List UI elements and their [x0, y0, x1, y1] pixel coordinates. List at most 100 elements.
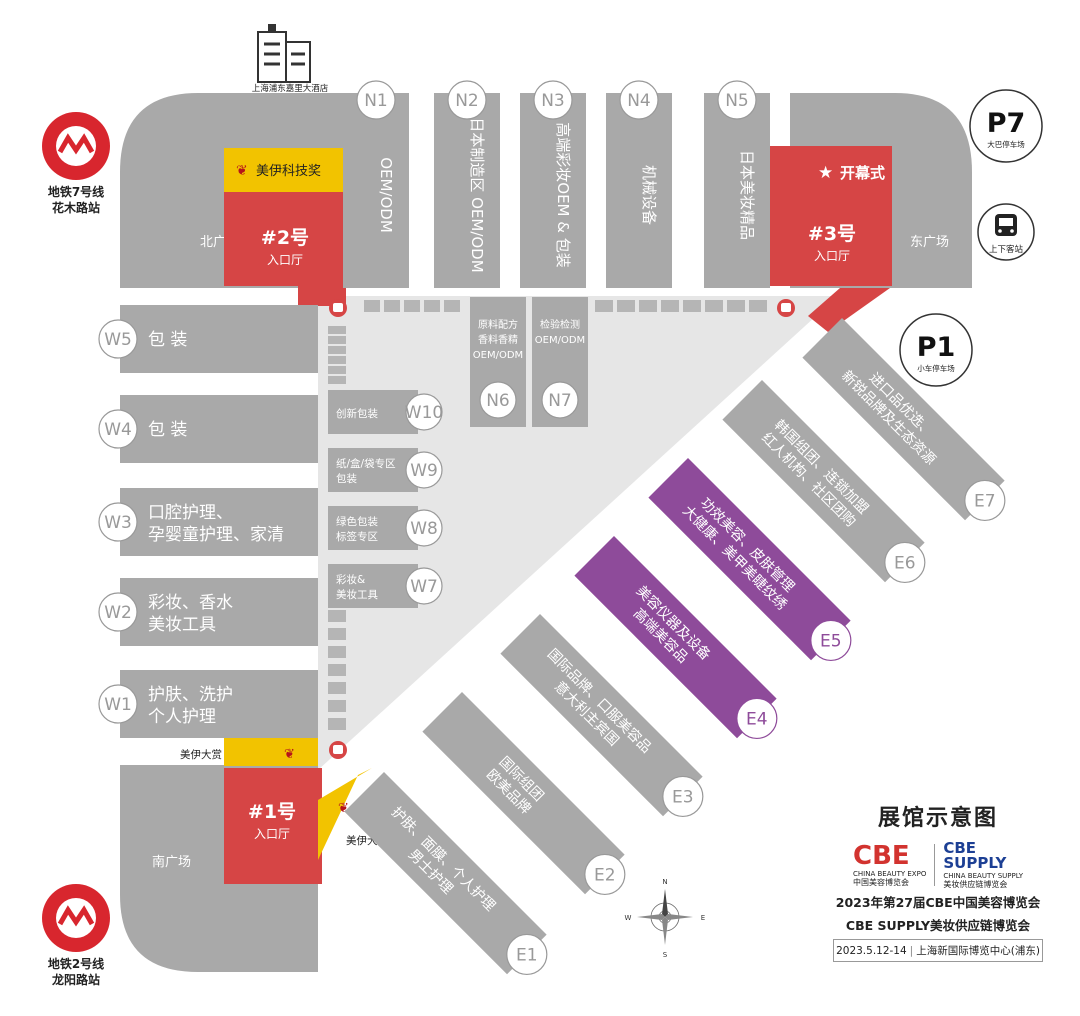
meeting-room[interactable] [328, 700, 346, 712]
compass-e: E [701, 914, 705, 922]
legend-venue: 上海新国际博览中心(浦东) [916, 945, 1040, 957]
south-plaza-label: 南广场 [152, 854, 191, 870]
meeting-room[interactable] [328, 356, 346, 364]
hall-w1[interactable] [120, 670, 318, 738]
meeting-room[interactable] [328, 682, 346, 694]
meeting-room[interactable] [328, 366, 346, 374]
hall-e3[interactable] [500, 614, 703, 817]
meeting-room[interactable] [328, 336, 346, 344]
metro-7-line: 地铁7号线 [48, 184, 104, 199]
hall-e5[interactable] [648, 458, 851, 661]
hall-w10-id: W10 [405, 403, 443, 423]
meeting-room[interactable] [364, 300, 380, 312]
hall-n5-id: N5 [725, 91, 749, 111]
hall-n3-label: 高端彩妆OEM & 包装 [554, 122, 572, 267]
metro-logo-icon [42, 112, 110, 180]
entrance-1-label: 入口厅 [254, 827, 290, 841]
central-concourse [318, 296, 838, 770]
hall-e5-badge [810, 619, 852, 662]
supply-logo-line1: CBE [943, 839, 977, 857]
hall-w8[interactable] [328, 506, 418, 550]
hall-w3-line2: 孕婴童护理、家清 [148, 525, 284, 545]
meeting-room[interactable] [661, 300, 679, 312]
meeting-room[interactable] [328, 376, 346, 384]
hall-n5[interactable] [704, 93, 770, 288]
meeting-room[interactable] [639, 300, 657, 312]
meeting-room[interactable] [328, 646, 346, 658]
metro-2-station: 龙阳路站 [52, 972, 100, 987]
meeting-room[interactable] [727, 300, 745, 312]
hall-w5[interactable] [120, 305, 318, 373]
hall-w10[interactable] [328, 390, 418, 434]
bus-icon [329, 741, 347, 759]
hall-e4[interactable] [574, 536, 777, 739]
hall-w8-line2: 标签专区 [336, 530, 378, 543]
hall-e2-id: E2 [594, 865, 616, 885]
meeting-room[interactable] [384, 300, 400, 312]
hall-e2[interactable] [422, 692, 625, 895]
parking-p7-marker[interactable] [969, 89, 1043, 163]
meeting-room[interactable] [444, 300, 460, 312]
hall-e6[interactable] [722, 380, 925, 583]
meeting-room[interactable] [617, 300, 635, 312]
meeting-room[interactable] [328, 610, 346, 622]
meeting-room[interactable] [424, 300, 440, 312]
hall-w7[interactable] [328, 564, 418, 608]
meiyi-award-area-1[interactable] [224, 738, 318, 766]
hall-n7-badge [541, 381, 579, 419]
hall-e4-id: E4 [746, 709, 768, 729]
hall-e2-badge [584, 853, 626, 896]
meeting-room[interactable] [595, 300, 613, 312]
compass-w: W [625, 914, 632, 922]
hall-w3[interactable] [120, 488, 318, 556]
meeting-room[interactable] [328, 628, 346, 640]
hall-w2-line1: 彩妆、香水 [148, 593, 233, 613]
hall-n3-badge [533, 80, 573, 120]
hall-e6-id: E6 [894, 553, 916, 573]
meiyi-award-area-2[interactable] [318, 768, 372, 860]
meeting-room[interactable] [328, 346, 346, 354]
hall-n5-badge [717, 80, 757, 120]
hall-e7[interactable] [802, 318, 1005, 521]
bus-icon [777, 299, 795, 317]
hall-w9[interactable] [328, 448, 418, 492]
meeting-room[interactable] [328, 326, 346, 334]
cbe-logo-en: CHINA BEAUTY EXPO [853, 870, 927, 878]
meeting-room[interactable] [328, 718, 346, 730]
hall-n2[interactable] [434, 93, 500, 288]
meeting-room[interactable] [749, 300, 767, 312]
hall-w10-line1: 创新包装 [336, 407, 378, 420]
hall-n3[interactable] [520, 93, 586, 288]
meiyi-tech-award-area[interactable] [224, 148, 346, 192]
hall-w7-line2: 美妆工具 [336, 588, 378, 601]
cbe-logo: CBE CHINA BEAUTY EXPO 中国美容博览会 [853, 843, 926, 887]
hall-n4-label: 机械设备 [640, 165, 658, 225]
hall-e1-id: E1 [516, 945, 538, 965]
hall-w3-badge [98, 502, 138, 542]
hall-w7-line1: 彩妆& [336, 573, 365, 586]
hall-w4[interactable] [120, 395, 318, 463]
hall-n6-badge [479, 381, 517, 419]
entrance-3-hall[interactable] [768, 146, 892, 286]
meeting-room[interactable] [683, 300, 701, 312]
hall-w1-line1: 护肤、洗护 [148, 685, 233, 705]
parking-p1-label: 小车停车场 [917, 363, 955, 373]
legend-logos: CBE CHINA BEAUTY EXPO 中国美容博览会 CBE SUPPLY… [818, 839, 1058, 889]
entrance-2-hall[interactable] [224, 192, 346, 286]
meiyi-logo-icon: ❦ [338, 801, 349, 816]
parking-p1-marker[interactable] [899, 313, 973, 387]
meeting-room[interactable] [404, 300, 420, 312]
hall-w2-line2: 美妆工具 [148, 615, 216, 635]
hall-w1-badge [98, 684, 138, 724]
hall-e1[interactable] [344, 772, 547, 975]
meeting-room[interactable] [705, 300, 723, 312]
hall-w5-id: W5 [104, 330, 132, 350]
meeting-room[interactable] [328, 664, 346, 676]
entrance-1-hall[interactable] [224, 768, 322, 884]
legend-date: 2023.5.12-14 [836, 945, 907, 957]
hall-w2[interactable] [120, 578, 318, 646]
hall-n4[interactable] [606, 93, 672, 288]
hall-n1[interactable] [343, 93, 409, 288]
hall-e1-badge [506, 933, 548, 976]
